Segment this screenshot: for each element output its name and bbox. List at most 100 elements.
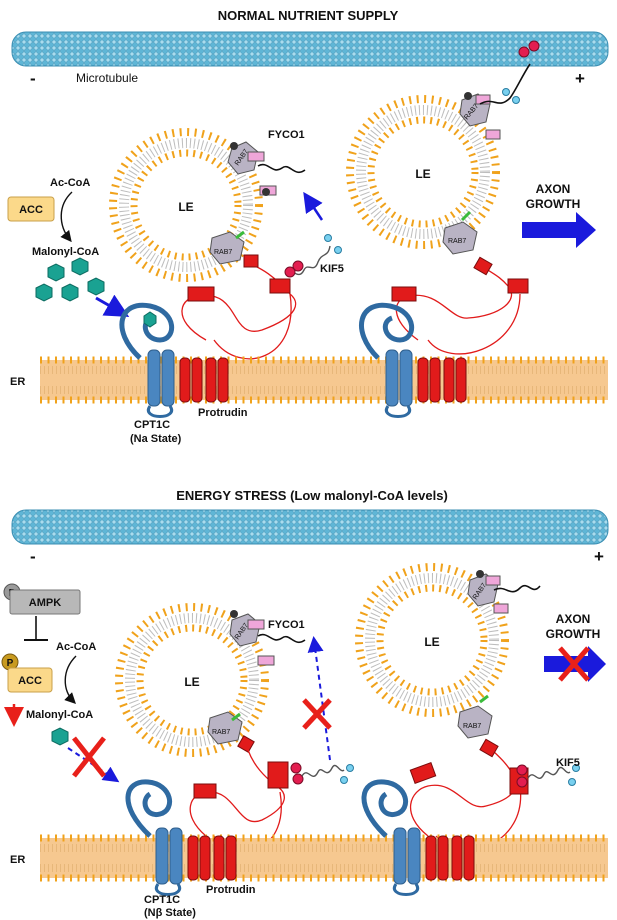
- rab7-label-8: RAB7: [463, 723, 481, 730]
- protrudin-fyve: [187, 286, 215, 302]
- protrudin-fyve-right: [391, 286, 417, 302]
- kif5-motor-2: [292, 260, 304, 272]
- protrudin-rbd-right-bottom: [479, 738, 499, 758]
- kif5-coil-right-bottom: [527, 766, 571, 779]
- le-left-label: LE: [178, 200, 193, 214]
- fyco1-label-2: FYCO1: [268, 619, 305, 631]
- block-cross-transport: [302, 698, 332, 730]
- ac-coa-label-2: Ac-CoA: [56, 641, 96, 653]
- kif5-label-2: KIF5: [556, 757, 580, 769]
- kif5-motor-right-bottom-2: [516, 776, 528, 788]
- conversion-arrow: [60, 191, 73, 243]
- fyco1-head-bottom: [230, 610, 238, 618]
- kif5-motor-right: [518, 46, 530, 58]
- rab7-linker-right: [460, 210, 472, 222]
- late-endosome-left: [109, 128, 263, 282]
- axon-growth-label-1: AXON: [536, 182, 571, 196]
- late-endosome-right-bottom: [355, 563, 509, 717]
- axon-growth-label-3: AXON: [556, 612, 591, 626]
- er-label-2: ER: [10, 854, 25, 866]
- fyco1-domain-right-2: [485, 129, 501, 140]
- acc-phospho-label: P: [7, 658, 14, 669]
- ampk-box: [9, 589, 81, 615]
- protrudin-tm-left: [179, 357, 229, 403]
- fyco1-domain: [247, 151, 265, 162]
- kif5-motor-right-bottom: [516, 764, 528, 776]
- acc-label-2: ACC: [18, 675, 42, 687]
- kif5-label: KIF5: [320, 263, 344, 275]
- cpt1c-label-2: CPT1C: [144, 894, 180, 906]
- microtubule-label: Microtubule: [76, 71, 138, 85]
- fyco1-coil-right: [479, 63, 531, 105]
- rab7-label-2: RAB7: [214, 249, 232, 256]
- rab7-protrudin: [209, 231, 245, 265]
- fyco1-head-right-bottom: [476, 570, 484, 578]
- protrudin-rbd: [243, 254, 259, 268]
- fyco1-domain-right-bottom-2: [493, 603, 509, 614]
- rab7-label-6: RAB7: [212, 729, 230, 736]
- protrudin-right-bottom: [409, 747, 522, 851]
- top-panel: NORMAL NUTRIENT SUPPLY - Microtubule + A…: [7, 8, 609, 445]
- fyco1-label: FYCO1: [268, 129, 305, 141]
- minus-end-label-2: -: [30, 547, 36, 566]
- rab7-protrudin-right-bottom: [457, 705, 493, 739]
- kif5-light-right-2: [512, 96, 520, 104]
- fyco1-coil: [257, 163, 306, 174]
- le-right-label: LE: [415, 167, 430, 181]
- top-panel-title: NORMAL NUTRIENT SUPPLY: [218, 8, 399, 23]
- malonyl-coa-label-2: Malonyl-CoA: [26, 709, 93, 721]
- protrudin-tm-right: [417, 357, 467, 403]
- fyco1-domain-right: [475, 94, 491, 105]
- kif5-light-chain: [324, 234, 332, 242]
- kif5-coil-bottom: [301, 764, 345, 777]
- kif5-motor-bottom-2: [292, 773, 304, 785]
- block-cross-malonyl: [72, 736, 106, 778]
- kif5-light-right-bottom-2: [568, 778, 576, 786]
- bottom-panel: ENERGY STRESS (Low malonyl-CoA levels) -…: [1, 488, 609, 919]
- er-membrane-bottom: [40, 834, 608, 882]
- fyco1-domain-bottom-2: [257, 655, 275, 666]
- rab7-protrudin-right: [442, 221, 478, 255]
- late-endosome-left-bottom: [115, 603, 269, 757]
- fyco1-domain-bottom: [247, 619, 265, 630]
- kif5-motor: [284, 266, 296, 278]
- cpt1c-state-label-2: (Nβ State): [144, 907, 196, 919]
- plus-end-label-2: +: [594, 547, 604, 566]
- acc-label: ACC: [19, 204, 43, 216]
- block-cross-axon: [558, 646, 590, 682]
- protrudin-right: [395, 261, 521, 355]
- ampk-label: AMPK: [29, 597, 61, 609]
- le-left-label-2: LE: [184, 675, 199, 689]
- conversion-arrow-2: [64, 655, 77, 704]
- protrudin-kbd: [269, 278, 291, 294]
- acc-box-2: [7, 667, 53, 693]
- late-endosome-right: [346, 95, 500, 249]
- ac-coa-label: Ac-CoA: [50, 177, 90, 189]
- fyco1-head-right: [464, 92, 472, 100]
- fyco1-head: [230, 142, 238, 150]
- fyco1-transport-arrow: [303, 191, 324, 221]
- kif5-motor-right-2: [528, 40, 540, 52]
- cpt1c-left: [119, 302, 175, 418]
- protrudin-tm-right-bottom: [425, 835, 475, 881]
- protrudin-kbd-right: [507, 278, 529, 294]
- malonyl-coa-molecule: [51, 727, 69, 746]
- kif5-motor-bottom: [290, 762, 302, 774]
- minus-end-label: -: [30, 69, 36, 88]
- kif5-light-chain-2: [334, 246, 342, 254]
- acc-box: [7, 196, 55, 222]
- cpt1c-right: [359, 302, 415, 418]
- fyco1-coil-right-bottom: [493, 584, 541, 593]
- rab7-linker-bottom: [231, 712, 241, 722]
- er-label: ER: [10, 376, 25, 388]
- malonyl-coa-label: Malonyl-CoA: [32, 246, 99, 258]
- protrudin-rbd-bottom: [237, 735, 255, 753]
- er-membrane-top: [40, 356, 608, 404]
- protrudin-tm-left-bottom: [187, 835, 237, 881]
- cpt1c-state-label: (Na State): [130, 433, 182, 445]
- malonyl-coa-molecules: [35, 257, 105, 302]
- rab7-label-4: RAB7: [448, 238, 466, 245]
- fyco1-coil-bottom: [257, 633, 306, 644]
- protrudin-label: Protrudin: [198, 407, 248, 419]
- kif5-light-right-bottom: [572, 764, 580, 772]
